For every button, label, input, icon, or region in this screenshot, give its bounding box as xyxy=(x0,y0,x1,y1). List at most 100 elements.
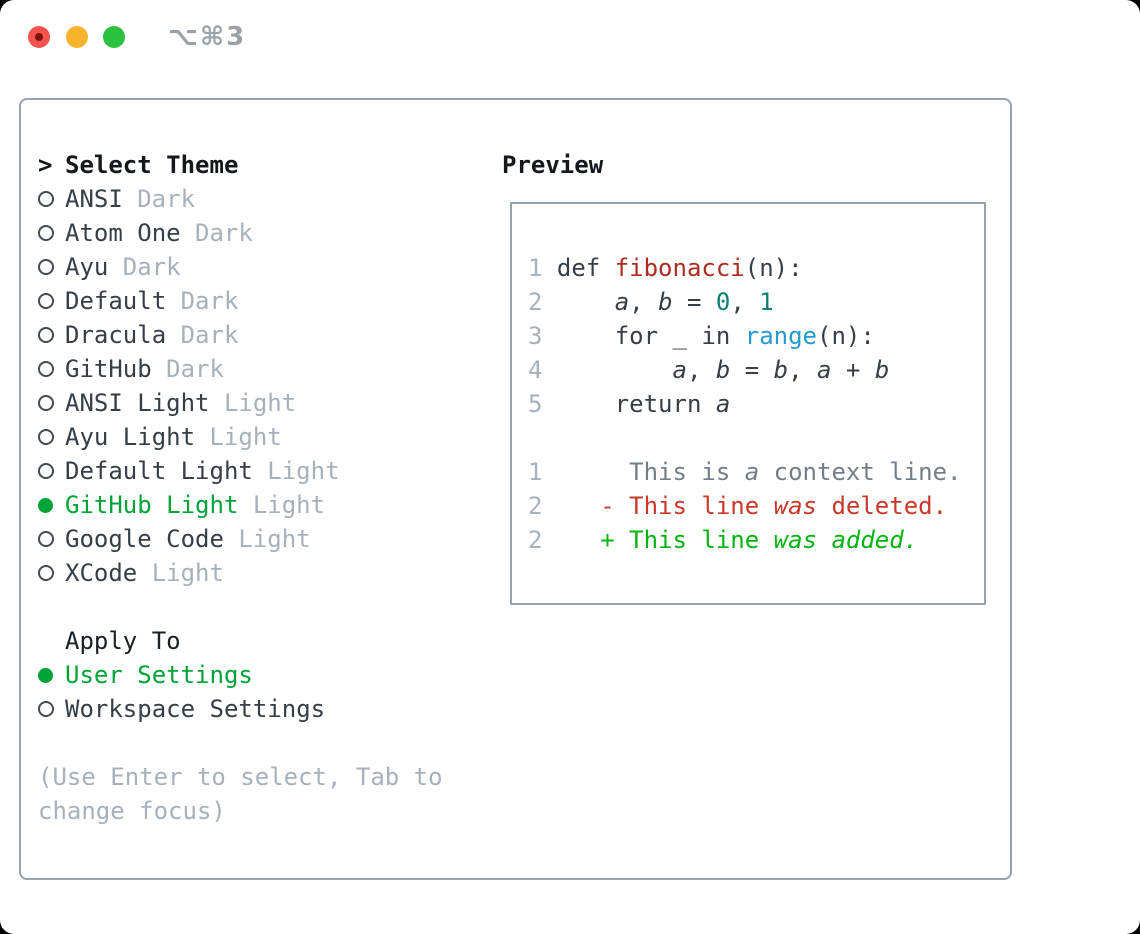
radio-icon xyxy=(38,361,65,377)
code-segment xyxy=(542,526,600,554)
radio-icon xyxy=(38,429,65,445)
preview-line: 1 This is a context line. xyxy=(528,455,962,489)
code-segment: 1 xyxy=(528,458,543,486)
theme-option-github[interactable]: GitHub Dark xyxy=(38,352,488,386)
code-segment: b xyxy=(874,356,890,384)
code-segment: , xyxy=(788,356,818,384)
close-dot-icon xyxy=(35,33,43,41)
close-button[interactable] xyxy=(28,26,50,48)
radio-selected-icon xyxy=(38,497,65,513)
code-segment: + xyxy=(831,356,875,384)
preview-line: 2 - This line was deleted. xyxy=(528,489,962,523)
code-segment: 3 xyxy=(528,322,543,350)
window-shortcut-label: ⌥⌘3 xyxy=(168,22,247,52)
theme-name: GitHub Light xyxy=(65,491,239,519)
theme-name: Ayu xyxy=(65,253,109,281)
theme-name: ANSI xyxy=(65,185,123,213)
code-segment: 2 xyxy=(528,526,543,554)
code-segment: - This line xyxy=(600,492,774,520)
code-segment: 2 xyxy=(528,492,543,520)
code-segment: a xyxy=(614,288,630,316)
theme-name: XCode xyxy=(65,559,138,587)
preview-line: 2 + This line was added. xyxy=(528,523,962,557)
code-segment: , xyxy=(730,288,760,316)
code-segment: + This line xyxy=(600,526,774,554)
theme-variant-tag: Light xyxy=(151,559,224,587)
code-segment: was xyxy=(773,492,817,520)
preview-line: 2 a, b = 0, 1 xyxy=(528,285,962,319)
apply-option-label: Workspace Settings xyxy=(65,695,326,723)
code-segment: (n): xyxy=(744,254,803,282)
theme-option-xcode[interactable]: XCode Light xyxy=(38,556,488,590)
code-segment: 1 xyxy=(528,254,543,282)
code-segment: a xyxy=(817,356,832,384)
apply-option-workspace-settings[interactable]: Workspace Settings xyxy=(38,692,488,726)
theme-name: Atom One xyxy=(65,219,181,247)
apply-to-header: Apply To xyxy=(38,624,488,658)
code-segment xyxy=(817,526,831,554)
code-segment: a xyxy=(744,458,760,486)
radio-icon xyxy=(38,395,65,411)
code-segment: context line. xyxy=(759,458,962,486)
code-segment: 2 xyxy=(528,288,543,316)
code-segment: 1 xyxy=(759,288,774,316)
theme-variant-tag: Dark xyxy=(137,185,196,213)
radio-icon xyxy=(38,701,65,717)
radio-icon xyxy=(38,327,65,343)
radio-icon xyxy=(38,565,65,581)
theme-name: Dracula xyxy=(65,321,167,349)
code-segment: a xyxy=(672,356,687,384)
theme-name: Default Light xyxy=(65,457,253,485)
minimize-button[interactable] xyxy=(66,26,88,48)
radio-icon xyxy=(38,531,65,547)
theme-option-ansi[interactable]: ANSI Dark xyxy=(38,182,488,216)
window-titlebar: ⌥⌘3 xyxy=(0,0,1140,70)
preview-line xyxy=(528,421,962,455)
theme-variant-tag: Light xyxy=(223,389,297,417)
code-segment: b xyxy=(658,288,673,316)
preview-title: Preview xyxy=(502,151,604,179)
code-segment: , xyxy=(629,288,659,316)
preview-line: 4 a, b = b, a + b xyxy=(528,353,962,387)
theme-name: GitHub xyxy=(65,355,152,383)
code-segment: fibonacci xyxy=(614,254,745,282)
theme-variant-tag: Dark xyxy=(166,355,224,383)
code-segment: = xyxy=(730,356,774,384)
theme-name: Default xyxy=(65,287,167,315)
code-segment: b xyxy=(773,356,789,384)
code-segment: = xyxy=(672,288,716,316)
select-theme-title: Select Theme xyxy=(65,151,239,179)
hint-text: (Use Enter to select, Tab to change focu… xyxy=(38,763,443,825)
code-segment: was xyxy=(773,526,817,554)
apply-option-label: User Settings xyxy=(65,661,253,689)
radio-selected-icon xyxy=(38,667,65,683)
code-segment: added. xyxy=(831,526,919,554)
theme-name: Google Code xyxy=(65,525,224,553)
apply-option-user-settings[interactable]: User Settings xyxy=(38,658,488,692)
code-segment: 4 xyxy=(528,356,543,384)
preview-line: 1 def fibonacci(n): xyxy=(528,251,962,285)
radio-icon xyxy=(38,293,65,309)
code-segment: def xyxy=(542,254,615,282)
theme-option-default[interactable]: Default Dark xyxy=(38,284,488,318)
zoom-button[interactable] xyxy=(103,26,125,48)
theme-variant-tag: Dark xyxy=(180,287,239,315)
code-segment: , xyxy=(686,356,716,384)
theme-name: Ayu Light xyxy=(65,423,196,451)
